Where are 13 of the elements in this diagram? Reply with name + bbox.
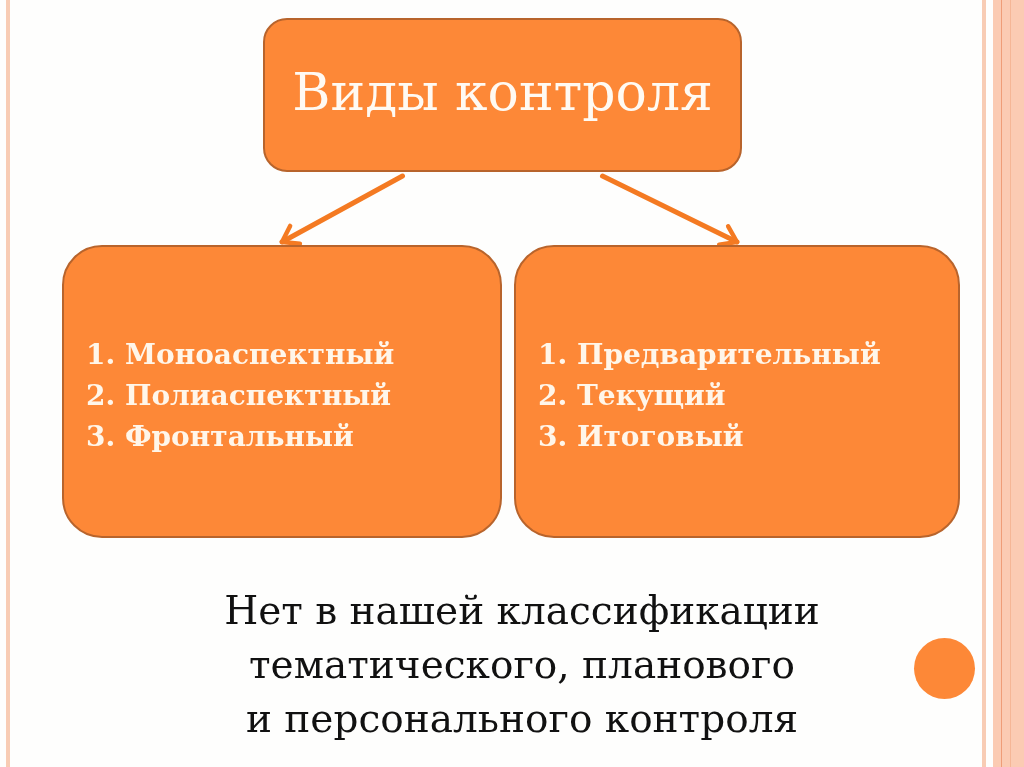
list-item: 3. Итоговый (538, 419, 744, 455)
arrow (279, 173, 405, 247)
list-item: 2. Текущий (538, 378, 726, 414)
box-title: Виды контроля (292, 60, 713, 124)
list-item: 3. Фронтальный (86, 419, 354, 455)
title-box (263, 18, 742, 172)
arrow (600, 173, 740, 247)
list-item: 2. Полиаспектный (86, 378, 391, 414)
note-text: Нет в нашей классификации тематического, планового и персонального контроля (223, 587, 821, 743)
category-box (62, 245, 502, 538)
list-item: 1. Предварительный (538, 337, 881, 373)
category-box (514, 245, 960, 538)
list-item: 1. Моноаспектный (86, 337, 395, 373)
